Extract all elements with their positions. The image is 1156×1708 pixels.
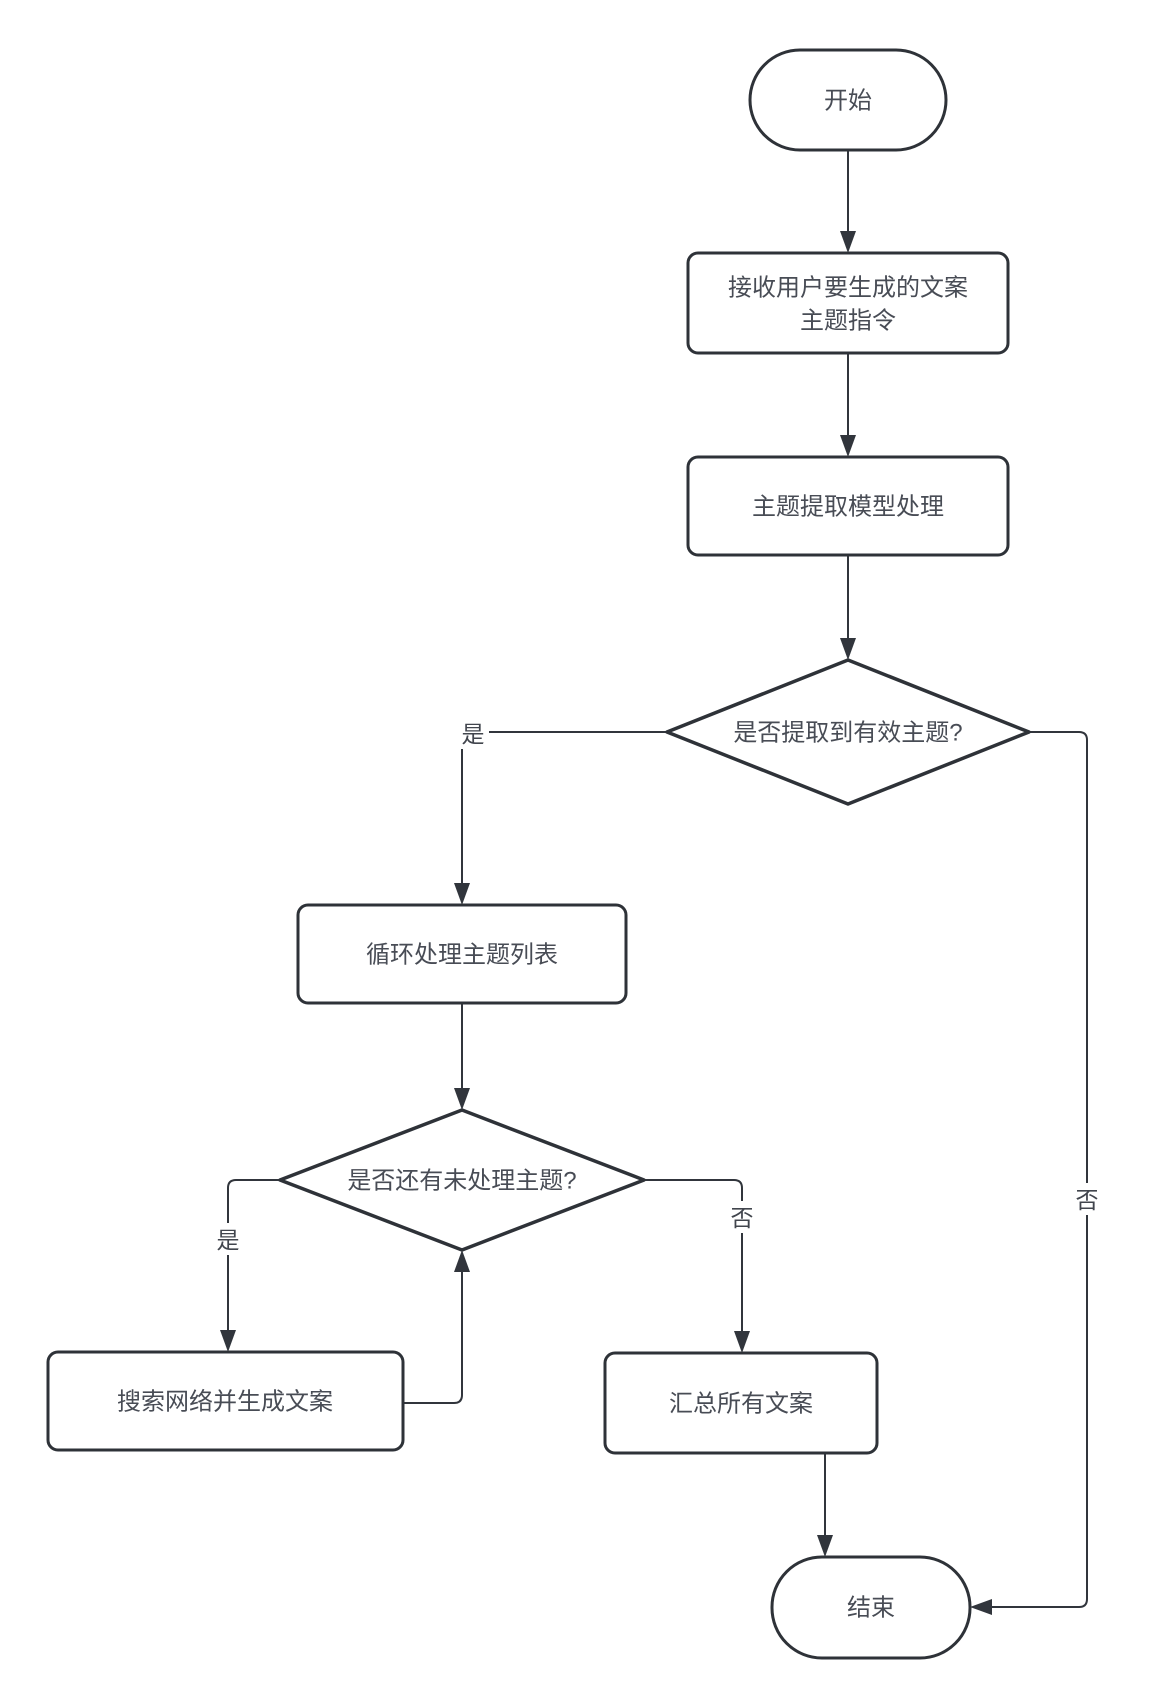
- arrowhead-down-icon: [840, 638, 856, 660]
- node-receive-instruction: 接收用户要生成的文案 主题指令: [686, 251, 1010, 355]
- aggregate-copy-label: 汇总所有文案: [669, 1390, 813, 1417]
- node-unprocessed-topic-decision: 是否还有未处理主题?: [278, 1108, 646, 1252]
- loop-topic-list-label: 循环处理主题列表: [366, 941, 558, 968]
- start-label: 开始: [824, 87, 872, 114]
- arrowhead-left-icon: [970, 1599, 992, 1615]
- edge-label-text: 否: [1076, 1187, 1099, 1213]
- end-label: 结束: [847, 1594, 895, 1621]
- edge-search-loopback: [403, 1272, 463, 1404]
- edge-label-no-2: 否: [726, 1201, 758, 1233]
- loop-topic-list-shape: [296, 903, 628, 1005]
- node-start: 开始: [748, 48, 948, 152]
- edge-label-text: 是: [217, 1227, 240, 1253]
- valid-topic-decision-shape: [665, 658, 1031, 806]
- unprocessed-topic-decision-shape: [278, 1108, 646, 1252]
- arrowhead-down-icon: [454, 883, 470, 905]
- nodes-layer: 开始 接收用户要生成的文案 主题指令 主题提取模型处理 是否提取到有效主题?: [46, 48, 1031, 1660]
- edge-label-bg: [1071, 1183, 1103, 1215]
- edge-label-bg: [212, 1223, 244, 1255]
- topic-extraction-shape: [686, 455, 1010, 557]
- arrowhead-down-icon: [734, 1331, 750, 1353]
- edge-label-yes-2: 是: [212, 1223, 244, 1255]
- receive-instruction-label-line1: 接收用户要生成的文案: [728, 274, 968, 301]
- edge-label-yes-1: 是: [457, 717, 489, 749]
- receive-instruction-shape: [686, 251, 1010, 355]
- edge-label-no-1: 否: [1071, 1183, 1103, 1215]
- arrowhead-down-icon: [840, 435, 856, 457]
- arrowhead-down-icon: [454, 1088, 470, 1110]
- node-valid-topic-decision: 是否提取到有效主题?: [665, 658, 1031, 806]
- aggregate-copy-shape: [603, 1351, 879, 1455]
- node-loop-topic-list: 循环处理主题列表: [296, 903, 628, 1005]
- edge-label-bg: [726, 1201, 758, 1233]
- start-terminator-shape: [748, 48, 948, 152]
- arrowhead-down-icon: [220, 1330, 236, 1352]
- arrowhead-down-icon: [817, 1535, 833, 1557]
- arrowhead-up-icon: [454, 1250, 470, 1272]
- search-generate-label: 搜索网络并生成文案: [117, 1388, 333, 1415]
- edge-label-bg: [457, 717, 489, 749]
- edge-label-text: 是: [462, 721, 485, 747]
- search-generate-shape: [46, 1350, 405, 1452]
- topic-extraction-label: 主题提取模型处理: [752, 493, 944, 520]
- node-topic-extraction: 主题提取模型处理: [686, 455, 1010, 557]
- node-search-generate: 搜索网络并生成文案: [46, 1350, 405, 1452]
- edges-layer: [220, 150, 1088, 1615]
- valid-topic-decision-label: 是否提取到有效主题?: [733, 719, 962, 746]
- edge-label-text: 否: [731, 1205, 754, 1231]
- receive-instruction-label-line2: 主题指令: [800, 307, 896, 334]
- end-terminator-shape: [770, 1555, 972, 1660]
- arrowhead-down-icon: [840, 231, 856, 253]
- edge-decision1-yes: [461, 731, 667, 884]
- node-aggregate-copy: 汇总所有文案: [603, 1351, 879, 1455]
- edge-labels-layer: 是 否 是 否: [212, 717, 1103, 1255]
- edge-decision2-no: [644, 1179, 743, 1332]
- node-end: 结束: [770, 1555, 972, 1660]
- unprocessed-topic-decision-label: 是否还有未处理主题?: [347, 1167, 576, 1194]
- edge-decision2-yes: [227, 1179, 280, 1331]
- edge-decision1-no: [992, 731, 1088, 1608]
